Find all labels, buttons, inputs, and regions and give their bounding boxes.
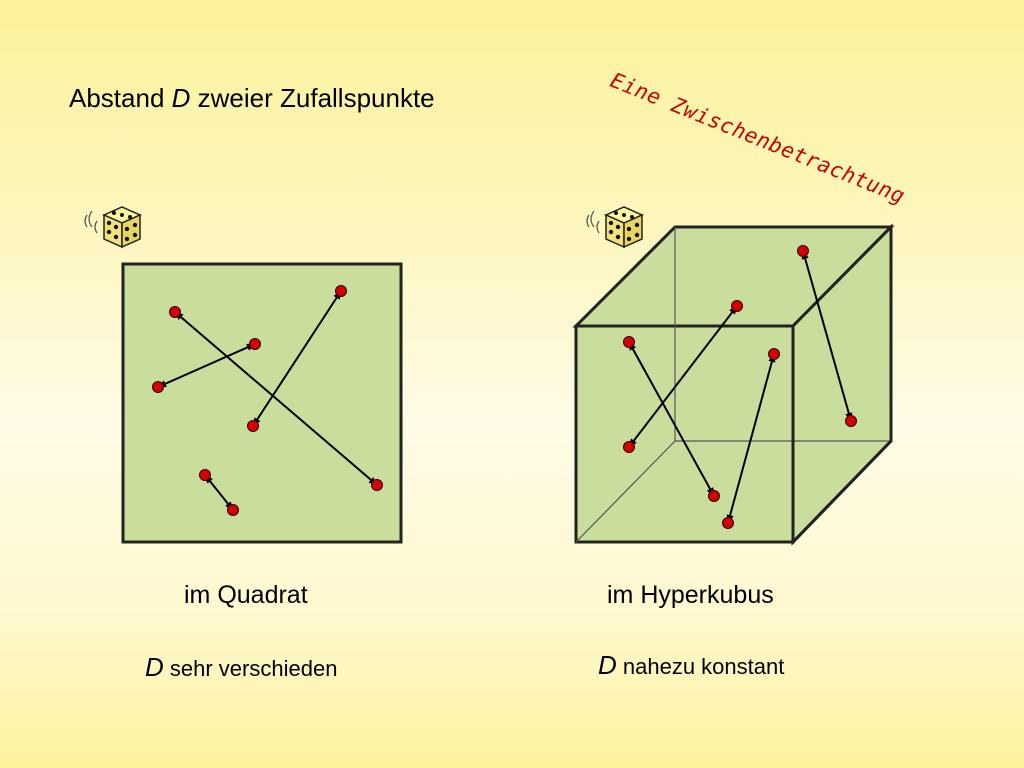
title-variable: D [171,83,191,113]
title-suffix: zweier Zufallspunkte [190,83,435,113]
random-point [768,348,780,360]
title-prefix: Abstand [69,83,172,113]
random-point [845,415,857,427]
cube-distance-arrow [801,250,853,422]
random-point [247,420,259,432]
random-point [623,336,635,348]
cube-diagram [572,206,895,546]
left-description: sehr verschieden [163,656,338,681]
left-caption: im Quadrat [184,581,308,609]
square-diagram [84,206,403,544]
random-point [371,479,383,491]
random-point [722,517,734,529]
dice-icon [586,206,643,248]
random-point [731,300,743,312]
right-caption: im Hyperkubus [607,581,774,609]
random-point [249,338,261,350]
random-point [199,469,211,481]
random-point [708,490,720,502]
left-subtext: D sehr verschieden [145,652,337,683]
square-box [121,262,403,544]
random-point [797,245,809,257]
random-point [335,285,347,297]
right-description: nahezu konstant [616,654,785,679]
random-point [169,306,181,318]
random-point [623,441,635,453]
square-distance-arrow [252,290,342,427]
page-title: Abstand D zweier Zufallspunkte [69,83,435,114]
random-point [227,504,239,516]
cube-distance-arrow [628,341,715,497]
right-subtext: D nahezu konstant [598,650,784,681]
cube-distance-arrow [726,353,776,524]
dice-icon [84,206,141,248]
random-point [152,381,164,393]
right-variable: D [598,650,617,680]
left-variable: D [145,652,164,682]
square-distance-arrow [204,474,234,511]
square-distance-arrow [157,343,256,388]
